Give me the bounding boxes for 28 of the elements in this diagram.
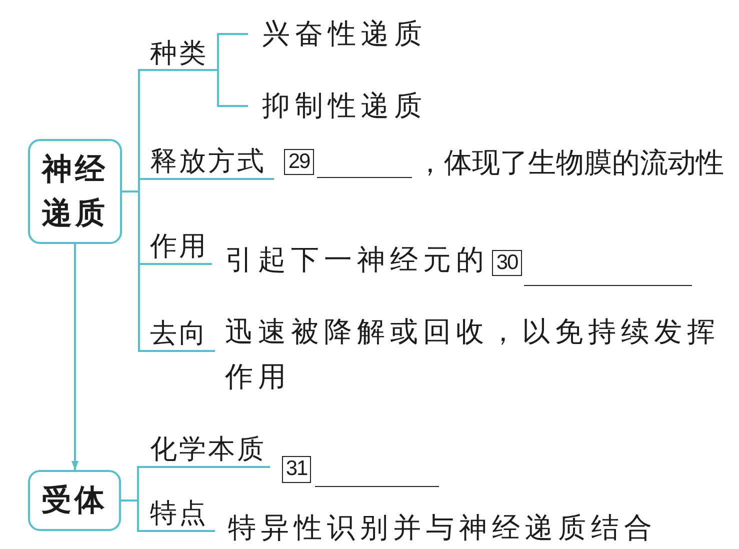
connector-line bbox=[120, 466, 139, 532]
connector-line bbox=[139, 350, 146, 352]
question-number: 31 bbox=[282, 456, 311, 483]
answer-text: 特异性识别并与神经递质结合 bbox=[228, 510, 657, 546]
answer-text: ，体现了生物膜的流动性 bbox=[416, 145, 724, 181]
subtype-label: 抑制性递质 bbox=[248, 88, 427, 124]
branch-label: 作用 bbox=[146, 231, 212, 265]
connector-line bbox=[217, 33, 248, 70]
branch-label: 特点 bbox=[146, 498, 215, 532]
connector-line bbox=[138, 530, 146, 532]
connector-line bbox=[139, 69, 146, 71]
question-number: 29 bbox=[284, 149, 314, 175]
branch-label: 去向 bbox=[146, 318, 215, 352]
branch-label: 种类 bbox=[146, 38, 218, 71]
answer-text: 迅速被降解或回收，以免持续发挥作用 bbox=[225, 314, 721, 395]
concept-box: 神经递质 bbox=[28, 139, 122, 244]
connector-line bbox=[139, 178, 146, 180]
connector-line bbox=[121, 69, 140, 352]
connector-line bbox=[138, 466, 146, 468]
branch-label: 释放方式 bbox=[146, 146, 274, 180]
connector-line bbox=[139, 263, 146, 265]
subtype-label: 兴奋性递质 bbox=[248, 16, 427, 52]
branch-label: 化学本质 bbox=[146, 434, 270, 468]
arrow bbox=[71, 244, 79, 470]
connector-line bbox=[217, 70, 248, 107]
question-number: 30 bbox=[492, 250, 522, 276]
concept-box: 受体 bbox=[28, 470, 121, 531]
answer-text: 引起下一神经元的 bbox=[225, 242, 489, 278]
